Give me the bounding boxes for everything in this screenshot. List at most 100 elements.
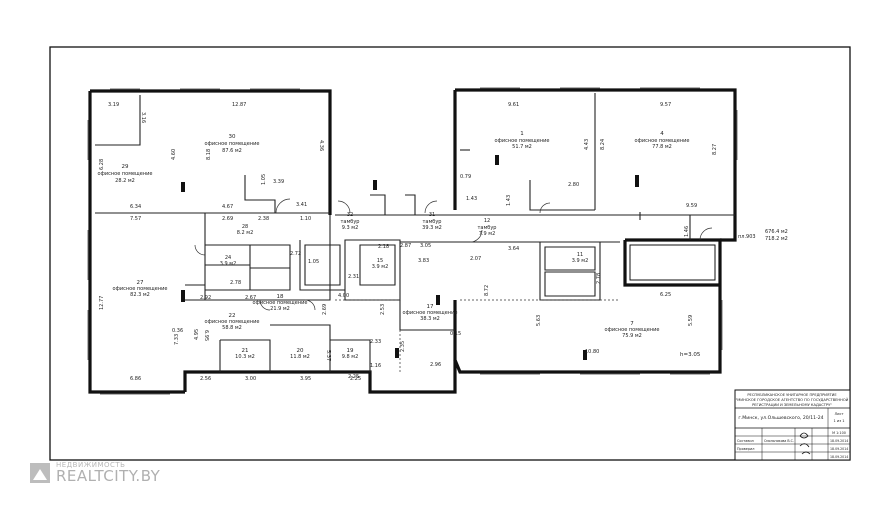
svg-text:4.60: 4.60 <box>171 149 177 160</box>
svg-text:82.3 м2: 82.3 м2 <box>130 292 150 298</box>
svg-text:15: 15 <box>377 258 383 264</box>
watermark-big-text: REALTCITY.BY <box>56 467 161 485</box>
svg-text:3.41: 3.41 <box>296 202 307 208</box>
svg-text:2.25: 2.25 <box>348 374 359 380</box>
svg-text:РЕСПУБЛИКАНСКОЕ УНИТАРНОЕ ПРЕД: РЕСПУБЛИКАНСКОЕ УНИТАРНОЕ ПРЕДПРИЯТИЕ <box>747 393 837 397</box>
svg-text:1.05: 1.05 <box>308 259 319 265</box>
dimensions: 3.19 3.16 12.87 6.28 6.34 7.57 4.60 8.18… <box>99 102 718 382</box>
svg-text:11: 11 <box>577 252 583 258</box>
svg-text:2.78: 2.78 <box>230 280 241 286</box>
svg-text:8.18: 8.18 <box>206 149 212 160</box>
svg-text:22: 22 <box>229 313 236 319</box>
svg-text:10.80: 10.80 <box>585 349 599 355</box>
svg-text:10.3 м2: 10.3 м2 <box>235 354 255 360</box>
title-block: РЕСПУБЛИКАНСКОЕ УНИТАРНОЕ ПРЕДПРИЯТИЕ "М… <box>734 389 851 461</box>
svg-text:3.83: 3.83 <box>418 258 429 264</box>
window-marks <box>87 87 738 395</box>
svg-text:3.39: 3.39 <box>273 179 284 185</box>
svg-text:офисное помещение: офисное помещение <box>205 141 260 147</box>
room-4: 4 офисное помещение 77.8 м2 <box>635 131 690 150</box>
svg-text:М 1:100: М 1:100 <box>832 431 846 435</box>
svg-text:4.43: 4.43 <box>584 139 590 150</box>
svg-text:2.72: 2.72 <box>290 251 301 257</box>
svg-text:24: 24 <box>225 255 231 261</box>
svg-text:676.4 м2: 676.4 м2 <box>765 229 788 235</box>
svg-text:0.15: 0.15 <box>450 331 461 337</box>
svg-text:3.9 м2: 3.9 м2 <box>220 261 237 267</box>
svg-text:3.9 м2: 3.9 м2 <box>372 264 389 270</box>
svg-text:27: 27 <box>137 280 144 286</box>
svg-text:9.3 м2: 9.3 м2 <box>342 225 359 231</box>
svg-text:18: 18 <box>277 294 284 300</box>
interior-partitions <box>95 93 735 372</box>
svg-text:8.27: 8.27 <box>712 144 718 155</box>
svg-text:28: 28 <box>242 224 248 230</box>
svg-text:офисное помещение: офисное помещение <box>635 138 690 144</box>
svg-text:Лист: Лист <box>834 412 843 416</box>
svg-text:офисное помещение: офисное помещение <box>605 327 660 333</box>
svg-text:18.09.2014: 18.09.2014 <box>830 455 848 459</box>
svg-text:18.09.2014: 18.09.2014 <box>830 447 848 451</box>
svg-text:6.25: 6.25 <box>660 292 671 298</box>
svg-text:6.86: 6.86 <box>130 376 141 382</box>
room-31: 31 тамбур 39.3 м2 <box>422 212 442 231</box>
room-22: 22 офисное помещение 58.8 м2 <box>205 313 260 331</box>
svg-text:2.96: 2.96 <box>430 362 441 368</box>
svg-text:7.57: 7.57 <box>130 216 141 222</box>
dashed-lines <box>335 299 620 372</box>
svg-text:4.00: 4.00 <box>338 293 349 299</box>
svg-text:2.67: 2.67 <box>245 295 256 301</box>
svg-text:5.63: 5.63 <box>536 315 542 326</box>
svg-text:39.3 м2: 39.3 м2 <box>422 225 442 231</box>
svg-text:тамбур: тамбур <box>423 219 442 225</box>
column-markers <box>181 155 639 360</box>
svg-text:2.69: 2.69 <box>222 216 233 222</box>
svg-text:38.3 м2: 38.3 м2 <box>420 316 440 322</box>
svg-text:3.00: 3.00 <box>245 376 256 382</box>
svg-text:0.79: 0.79 <box>460 174 471 180</box>
svg-text:0.36: 0.36 <box>172 328 183 334</box>
svg-text:Проверил: Проверил <box>737 447 754 451</box>
room-29: 29 офисное помещение 28.2 м2 <box>98 164 153 184</box>
svg-text:12.77: 12.77 <box>99 296 105 310</box>
svg-text:офисное помещение: офисное помещение <box>495 138 550 144</box>
svg-text:2.31: 2.31 <box>348 274 359 280</box>
svg-text:Смольникова В.С.: Смольникова В.С. <box>764 439 794 443</box>
room-24: 24 3.9 м2 <box>220 255 237 267</box>
room-27: 27 офисное помещение 82.3 м2 <box>113 280 168 298</box>
room-18: 18 офисное помещение 21.9 м2 <box>253 294 308 312</box>
svg-text:2.78: 2.78 <box>596 273 602 284</box>
svg-text:1.43: 1.43 <box>506 195 512 206</box>
svg-text:77.8 м2: 77.8 м2 <box>652 144 672 150</box>
room-12: 12 тамбур 7.9 м2 <box>478 218 497 237</box>
room-1: 1 офисное помещение 51.7 м2 <box>495 131 550 150</box>
svg-text:3.16: 3.16 <box>140 112 146 123</box>
svg-text:h=3.05: h=3.05 <box>680 352 701 358</box>
svg-text:1: 1 <box>520 131 524 137</box>
svg-text:2.18: 2.18 <box>378 244 389 250</box>
svg-text:1.46: 1.46 <box>684 226 690 237</box>
svg-text:11.8 м2: 11.8 м2 <box>290 354 310 360</box>
svg-text:РЕГИСТРАЦИИ И ЗЕМЕЛЬНОМУ КАДАС: РЕГИСТРАЦИИ И ЗЕМЕЛЬНОМУ КАДАСТРУ" <box>752 403 832 407</box>
room-28: 28 8.2 м2 <box>237 224 254 236</box>
svg-text:28.2 м2: 28.2 м2 <box>115 178 135 184</box>
room-17: 17 офисное помещение 38.3 м2 <box>403 304 458 322</box>
svg-text:18.09.2014: 18.09.2014 <box>830 439 848 443</box>
room-19: 19 9.8 м2 <box>342 348 359 360</box>
room-21: 21 10.3 м2 <box>235 348 255 360</box>
svg-text:12: 12 <box>484 218 490 224</box>
room-15: 15 3.9 м2 <box>372 258 389 270</box>
svg-text:7.9 м2: 7.9 м2 <box>479 231 496 237</box>
exterior-walls <box>88 88 737 394</box>
svg-text:31: 31 <box>429 212 435 218</box>
svg-text:2.80: 2.80 <box>568 182 579 188</box>
svg-text:8.24: 8.24 <box>600 139 606 150</box>
svg-text:офисное помещение: офисное помещение <box>98 171 153 177</box>
svg-text:8.2 м2: 8.2 м2 <box>237 230 254 236</box>
svg-text:"МИНСКОЕ ГОРОДСКОЕ АГЕНТСТВО П: "МИНСКОЕ ГОРОДСКОЕ АГЕНТСТВО ПО ГОСУДАРС… <box>736 397 849 402</box>
room-labels: 30 офисное помещение 87.6 м2 29 офисное … <box>98 131 690 360</box>
svg-text:2.53: 2.53 <box>380 304 386 315</box>
svg-text:2.33: 2.33 <box>370 339 381 345</box>
svg-text:4.95: 4.95 <box>194 329 200 340</box>
